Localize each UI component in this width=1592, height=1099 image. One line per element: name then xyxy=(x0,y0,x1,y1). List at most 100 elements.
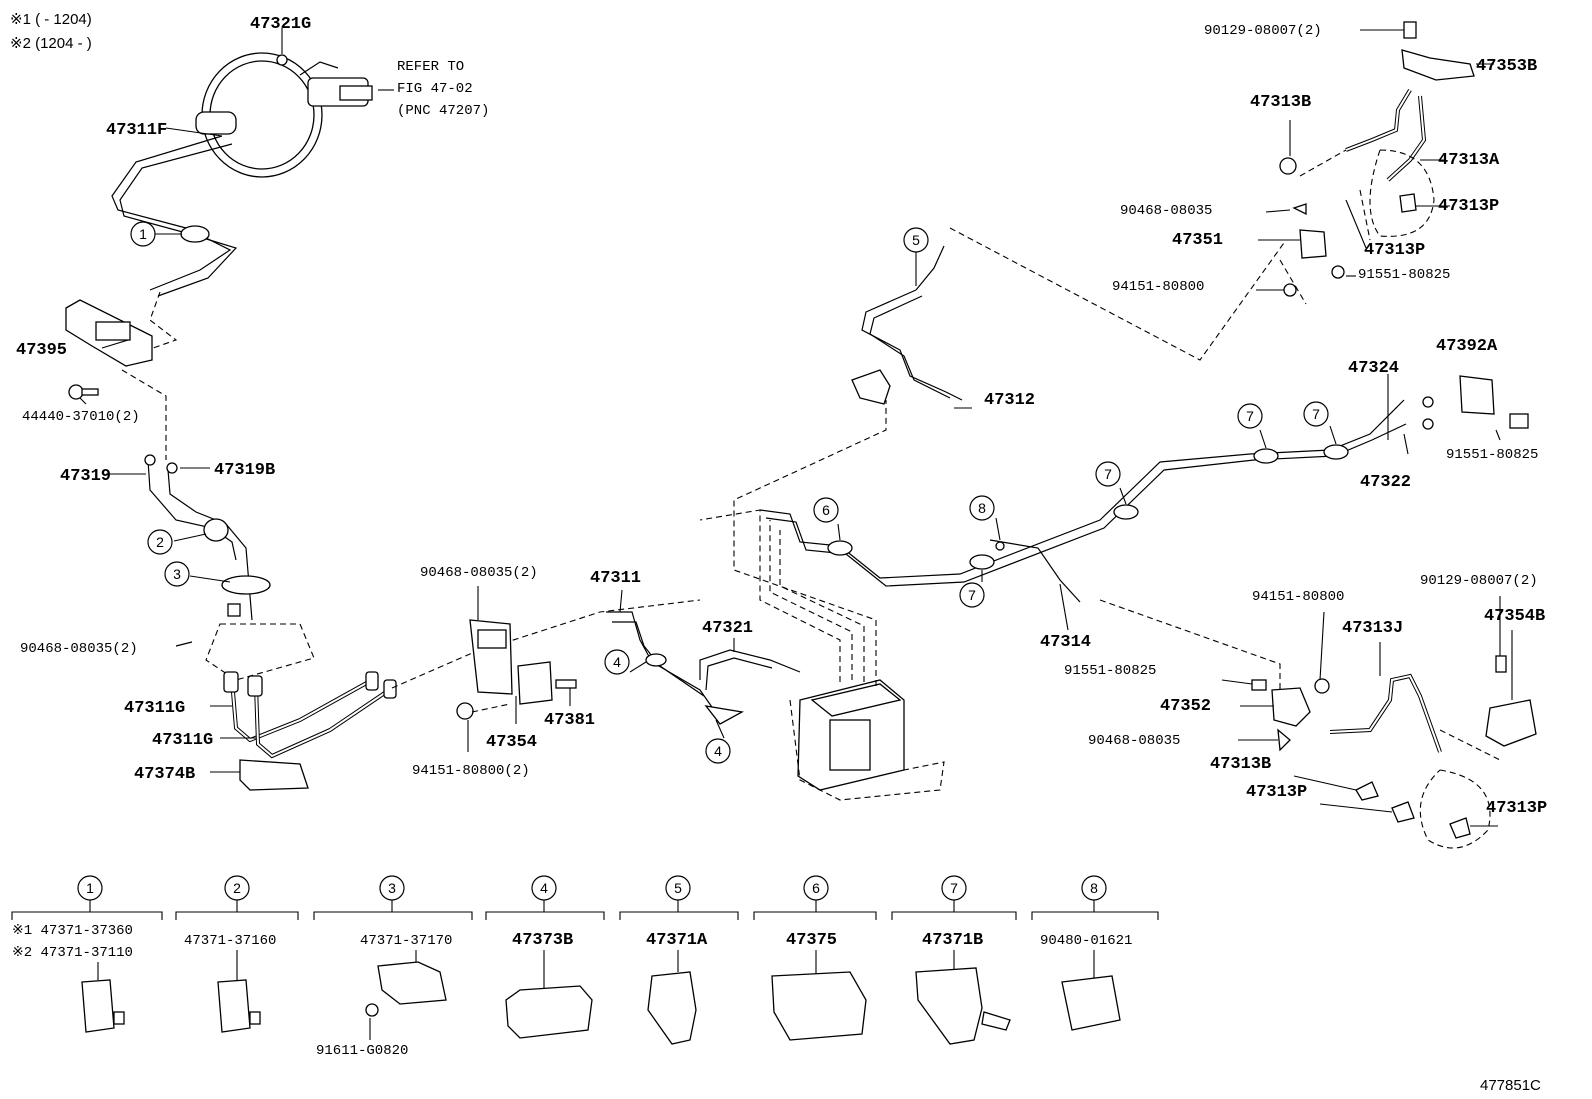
brake-booster xyxy=(195,52,373,178)
label-47392A: 47392A xyxy=(1436,337,1498,356)
label-47313A: 47313A xyxy=(1438,151,1500,170)
leader-lines xyxy=(79,28,1513,827)
label-94151-b: 94151-80800 xyxy=(1112,279,1204,295)
svg-text:7: 7 xyxy=(968,587,976,603)
label-47319B: 47319B xyxy=(214,461,275,480)
label-47354B: 47354B xyxy=(1484,607,1545,626)
bracket-47395 xyxy=(65,299,153,367)
label-47313J: 47313J xyxy=(1342,619,1403,638)
callout-7d: 7 xyxy=(1303,401,1329,427)
lower-right-assembly xyxy=(1251,655,1537,849)
bolt-44440 xyxy=(68,384,99,400)
callout-5: 5 xyxy=(903,227,929,253)
legend-item-8: 8 90480-01621 xyxy=(1031,875,1159,1031)
svg-text:4: 4 xyxy=(714,743,722,759)
label-90468-d: 90468-08035 xyxy=(1088,733,1180,749)
svg-text:7: 7 xyxy=(950,880,958,896)
label-47311G-2: 47311G xyxy=(152,731,213,750)
legend-5-line-1: 47371A xyxy=(646,931,708,950)
legend-item-2: 2 47371-37160 xyxy=(175,875,299,1033)
svg-text:4: 4 xyxy=(540,880,548,896)
legend-item-7: 7 47371B xyxy=(891,875,1017,1045)
label-47352: 47352 xyxy=(1160,697,1211,716)
legend-item-3: 3 47371-37170 91611-G0820 xyxy=(313,875,473,1059)
callout-2: 2 xyxy=(147,529,173,555)
svg-text:8: 8 xyxy=(1090,880,1098,896)
refer-line-1: REFER TO xyxy=(397,59,464,75)
svg-text:6: 6 xyxy=(822,502,830,518)
legend-1-line-1: ※1 47371-37360 xyxy=(12,923,133,939)
svg-text:6: 6 xyxy=(812,880,820,896)
figure-id: 477851C xyxy=(1480,1077,1541,1094)
callout-7a: 7 xyxy=(959,582,985,608)
callout-4a: 4 xyxy=(604,649,630,675)
label-90129-a: 90129-08007(2) xyxy=(1204,23,1322,39)
label-47313P-c: 47313P xyxy=(1246,783,1307,802)
callout-3: 3 xyxy=(164,561,190,587)
legend-1-line-2: ※2 47371-37110 xyxy=(12,945,133,961)
legend-8-line-1: 90480-01621 xyxy=(1040,933,1132,949)
svg-text:7: 7 xyxy=(1104,466,1112,482)
callout-6: 6 xyxy=(813,497,839,523)
refer-line-2: FIG 47-02 xyxy=(397,81,473,97)
svg-text:1: 1 xyxy=(86,880,94,896)
legend: 1 ※1 47371-37360 ※2 47371-37110 2 47371-… xyxy=(11,875,1159,1059)
label-90468-c: 90468-08035 xyxy=(1120,203,1212,219)
note-2: ※2 (1204 - ) xyxy=(10,35,92,52)
label-47311F: 47311F xyxy=(106,121,167,140)
callout-8: 8 xyxy=(969,495,995,521)
legend-2-line-1: 47371-37160 xyxy=(184,933,276,949)
svg-text:5: 5 xyxy=(674,880,682,896)
legend-6-line-1: 47375 xyxy=(786,931,837,950)
legend-3-line-1: 47371-37170 xyxy=(360,933,452,949)
label-47313B-a: 47313B xyxy=(1250,93,1311,112)
hoses-47311G xyxy=(223,671,397,759)
label-47319: 47319 xyxy=(60,467,111,486)
label-47313P-b: 47313P xyxy=(1364,241,1425,260)
svg-text:5: 5 xyxy=(912,232,920,248)
svg-text:2: 2 xyxy=(233,880,241,896)
callout-7c: 7 xyxy=(1237,403,1263,429)
label-47312: 47312 xyxy=(984,391,1035,410)
label-47395: 47395 xyxy=(16,341,67,360)
legend-7-line-1: 47371B xyxy=(922,931,983,950)
label-47313B-b: 47313B xyxy=(1210,755,1271,774)
legend-item-6: 6 47375 xyxy=(753,875,877,1041)
label-47351: 47351 xyxy=(1172,231,1223,250)
label-47314: 47314 xyxy=(1040,633,1091,652)
callout-1: 1 xyxy=(130,221,156,247)
callout-circles: 1 2 3 4 4 5 6 7 7 7 7 8 xyxy=(130,221,1329,764)
label-90468-a: 90468-08035(2) xyxy=(20,641,138,657)
callout-7b: 7 xyxy=(1095,461,1121,487)
label-91551-b: 91551-80825 xyxy=(1358,267,1450,283)
svg-text:7: 7 xyxy=(1246,408,1254,424)
bracket-47354 xyxy=(469,619,577,705)
abs-actuator xyxy=(789,679,945,801)
label-91551-a: 91551-80825 xyxy=(1446,447,1538,463)
label-47311G-1: 47311G xyxy=(124,699,185,718)
label-94151-c: 94151-80800 xyxy=(1252,589,1344,605)
label-91551-c: 91551-80825 xyxy=(1064,663,1156,679)
svg-text:4: 4 xyxy=(613,654,621,670)
label-44440: 44440-37010(2) xyxy=(22,409,140,425)
label-47381: 47381 xyxy=(544,711,595,730)
label-47313P-d: 47313P xyxy=(1486,799,1547,818)
label-47311: 47311 xyxy=(590,569,641,588)
legend-4-line-1: 47373B xyxy=(512,931,573,950)
label-47324: 47324 xyxy=(1348,359,1399,378)
legend-item-5: 5 47371A xyxy=(619,875,739,1045)
upper-right-assembly xyxy=(1279,21,1475,305)
svg-text:3: 3 xyxy=(388,880,396,896)
svg-text:2: 2 xyxy=(156,534,164,550)
svg-text:3: 3 xyxy=(173,566,181,582)
legend-item-4: 4 47373B xyxy=(485,875,605,1039)
svg-text:8: 8 xyxy=(978,500,986,516)
note-1: ※1 ( - 1204) xyxy=(10,11,92,28)
svg-text:1: 1 xyxy=(139,226,147,242)
label-47354: 47354 xyxy=(486,733,537,752)
svg-text:7: 7 xyxy=(1312,406,1320,422)
label-47322: 47322 xyxy=(1360,473,1411,492)
legend-3-sub: 91611-G0820 xyxy=(316,1043,408,1059)
